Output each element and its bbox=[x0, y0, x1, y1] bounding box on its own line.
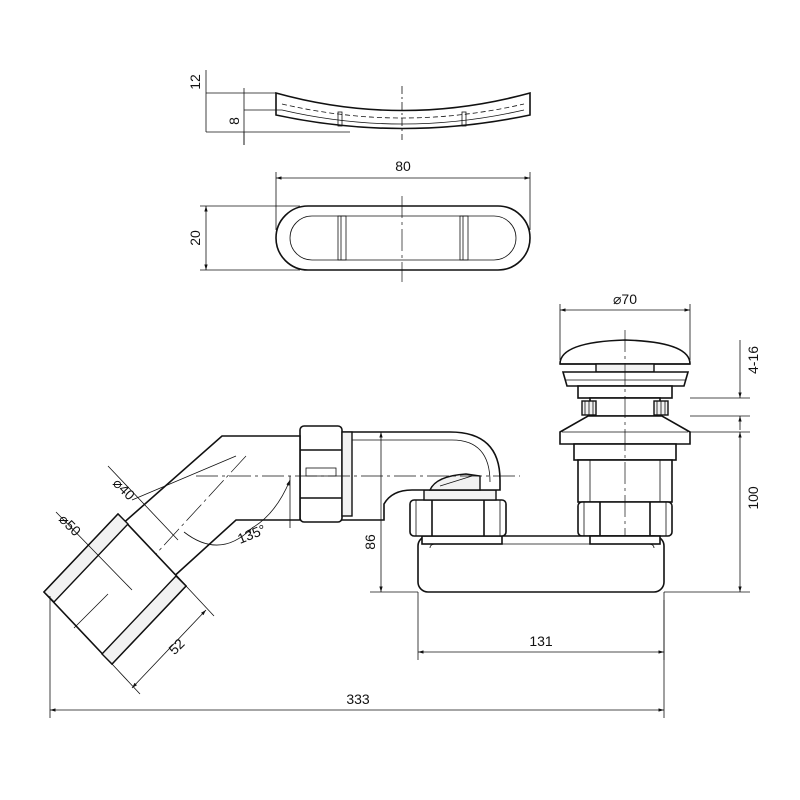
grate-insert-dimension: 8 bbox=[226, 88, 282, 145]
dim-grate-thickness: 12 bbox=[187, 74, 203, 90]
dim-total-length: 333 bbox=[346, 691, 370, 707]
trap-body bbox=[417, 535, 665, 593]
dim-grate-insert: 8 bbox=[226, 117, 242, 125]
grate-plan-view bbox=[275, 196, 531, 282]
grate-thickness-dimension: 12 bbox=[187, 70, 350, 133]
dim-pipe-diameter-50: ⌀50 bbox=[56, 511, 84, 539]
dim-grate-width: 20 bbox=[187, 230, 203, 246]
dim-cap-diameter: ⌀70 bbox=[613, 291, 637, 307]
trap-height-dimension: 86 bbox=[362, 431, 418, 593]
cap-diameter-dimension: ⌀70 bbox=[559, 291, 691, 360]
dim-trap-width: 131 bbox=[529, 633, 553, 649]
dim-outlet-height: 100 bbox=[745, 486, 761, 510]
dim-trap-height: 86 bbox=[362, 534, 378, 550]
outlet-height-dimension: 100 bbox=[664, 431, 761, 593]
total-length-dimension: 333 bbox=[49, 596, 665, 718]
dim-socket-length: 52 bbox=[165, 635, 187, 657]
trap-inlet-nut bbox=[409, 489, 507, 537]
dim-grate-length: 80 bbox=[395, 158, 411, 174]
grate-side-view bbox=[275, 86, 531, 140]
trap-width-dimension: 131 bbox=[417, 592, 665, 660]
grate-width-dimension: 20 bbox=[187, 205, 300, 271]
grate-length-dimension: 80 bbox=[275, 158, 531, 230]
dim-elbow-angle: 135° bbox=[235, 521, 268, 547]
dim-cap-height: 4-16 bbox=[745, 346, 761, 374]
union-nut bbox=[299, 425, 353, 523]
cap-height-dimension: 4-16 bbox=[690, 340, 761, 430]
